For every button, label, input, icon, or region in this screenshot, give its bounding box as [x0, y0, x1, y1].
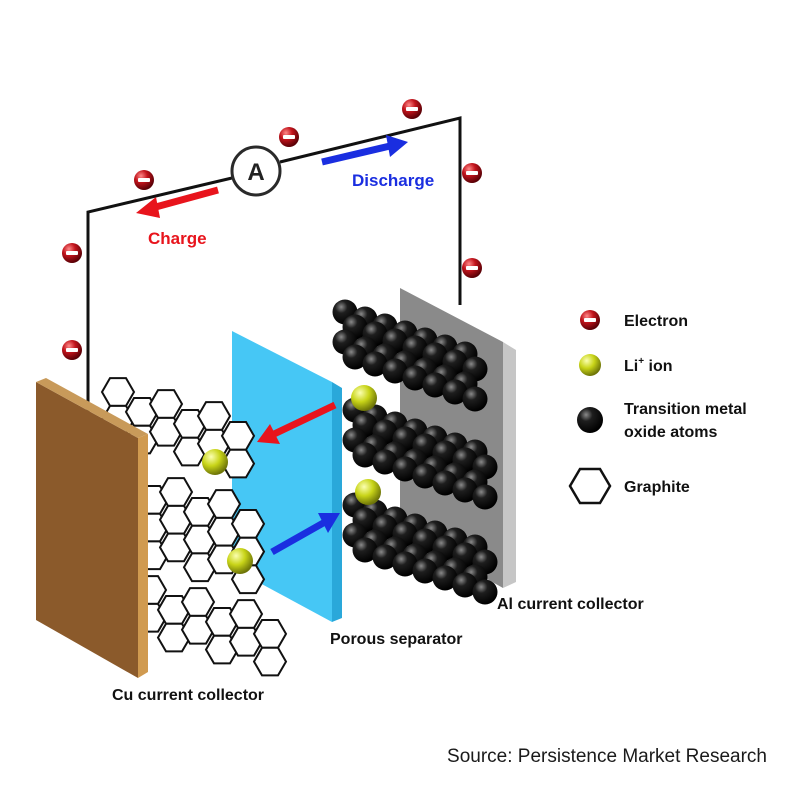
graphite-hexagon — [180, 587, 216, 617]
legend-transition-metal: Transition metal oxide atoms — [577, 401, 747, 441]
oxide-atom — [452, 477, 478, 503]
electron — [62, 340, 82, 360]
electron-minus — [466, 171, 478, 175]
electron-icon — [580, 310, 600, 330]
charge-label: Charge — [148, 229, 207, 248]
graphite-hexagon — [220, 421, 256, 451]
li-ion — [351, 385, 377, 411]
discharge-label: Discharge — [352, 171, 434, 190]
electron — [462, 258, 482, 278]
ammeter-icon: A — [230, 145, 282, 197]
graphite-hexagon-icon — [568, 467, 612, 505]
electron — [62, 243, 82, 263]
oxide-atom — [442, 379, 468, 405]
li-ion — [202, 449, 228, 475]
circuit-wire — [86, 176, 233, 420]
electron-minus — [406, 107, 418, 111]
oxide-atom — [392, 551, 418, 577]
graphite-hexagon — [228, 599, 264, 629]
oxide-atom — [412, 463, 438, 489]
li-ion — [227, 548, 253, 574]
graphite-hexagon — [196, 401, 232, 431]
oxide-atom — [472, 579, 498, 605]
graphite-hexagon — [100, 377, 136, 407]
li-ions — [202, 385, 381, 574]
electron — [279, 127, 299, 147]
oxide-atom — [422, 372, 448, 398]
ammeter-label: A — [247, 159, 264, 186]
oxide-atom — [362, 351, 388, 377]
charge-arrow-ion — [257, 401, 337, 444]
li-ion-icon — [579, 354, 601, 376]
legend-electron: Electron — [580, 310, 688, 330]
cu-collector-plate — [36, 378, 148, 678]
oxide-atom — [452, 572, 478, 598]
electron-minus — [138, 178, 150, 182]
oxide-atom — [352, 537, 378, 563]
separator-label: Porous separator — [330, 631, 462, 648]
graphite-anode — [100, 377, 288, 677]
electrons-on-wire — [62, 99, 482, 360]
charge-arrow-top — [136, 186, 219, 218]
legend-li-ion-label: Li+ ion — [624, 356, 673, 375]
legend-graphite-label: Graphite — [624, 479, 690, 496]
oxide-atom — [382, 358, 408, 384]
electron-minus — [283, 135, 295, 139]
oxide-atom — [462, 386, 488, 412]
atom-icon — [577, 407, 603, 433]
oxide-atom — [432, 470, 458, 496]
cu-collector-label: Cu current collector — [112, 687, 264, 704]
legend-electron-label: Electron — [624, 313, 688, 330]
cathode-atoms — [332, 299, 498, 605]
circuit-wire-right — [279, 116, 462, 305]
legend-li-ion: Li+ ion — [579, 354, 673, 376]
oxide-atom — [402, 365, 428, 391]
electron — [402, 99, 422, 119]
legend: Electron Li+ ion Transition metal oxide … — [568, 310, 747, 505]
oxide-atom — [372, 544, 398, 570]
graphite-hexagon — [230, 509, 266, 539]
oxide-atom — [432, 565, 458, 591]
legend-graphite: Graphite — [568, 467, 690, 505]
graphite-hexagon — [206, 489, 242, 519]
graphite-hexagon — [148, 389, 184, 419]
oxide-atom — [412, 558, 438, 584]
oxide-atom — [472, 484, 498, 510]
discharge-arrow-ion — [270, 513, 340, 556]
legend-tm-line1: Transition metal — [624, 401, 747, 418]
graphite-hexagon — [252, 619, 288, 649]
graphite-hexagon — [252, 646, 288, 677]
al-collector-label: Al current collector — [497, 596, 644, 613]
li-ion — [355, 479, 381, 505]
oxide-atom — [342, 344, 368, 370]
oxide-atom — [392, 456, 418, 482]
oxide-atom — [372, 449, 398, 475]
electron-minus — [66, 251, 78, 255]
source-caption: Source: Persistence Market Research — [447, 746, 767, 767]
electron — [462, 163, 482, 183]
electron-minus — [466, 266, 478, 270]
electron-minus — [66, 348, 78, 352]
oxide-atom — [352, 442, 378, 468]
graphite-hexagon — [158, 477, 194, 507]
discharge-arrow-top — [321, 135, 408, 166]
electron — [134, 170, 154, 190]
legend-tm-line2: oxide atoms — [624, 424, 717, 441]
